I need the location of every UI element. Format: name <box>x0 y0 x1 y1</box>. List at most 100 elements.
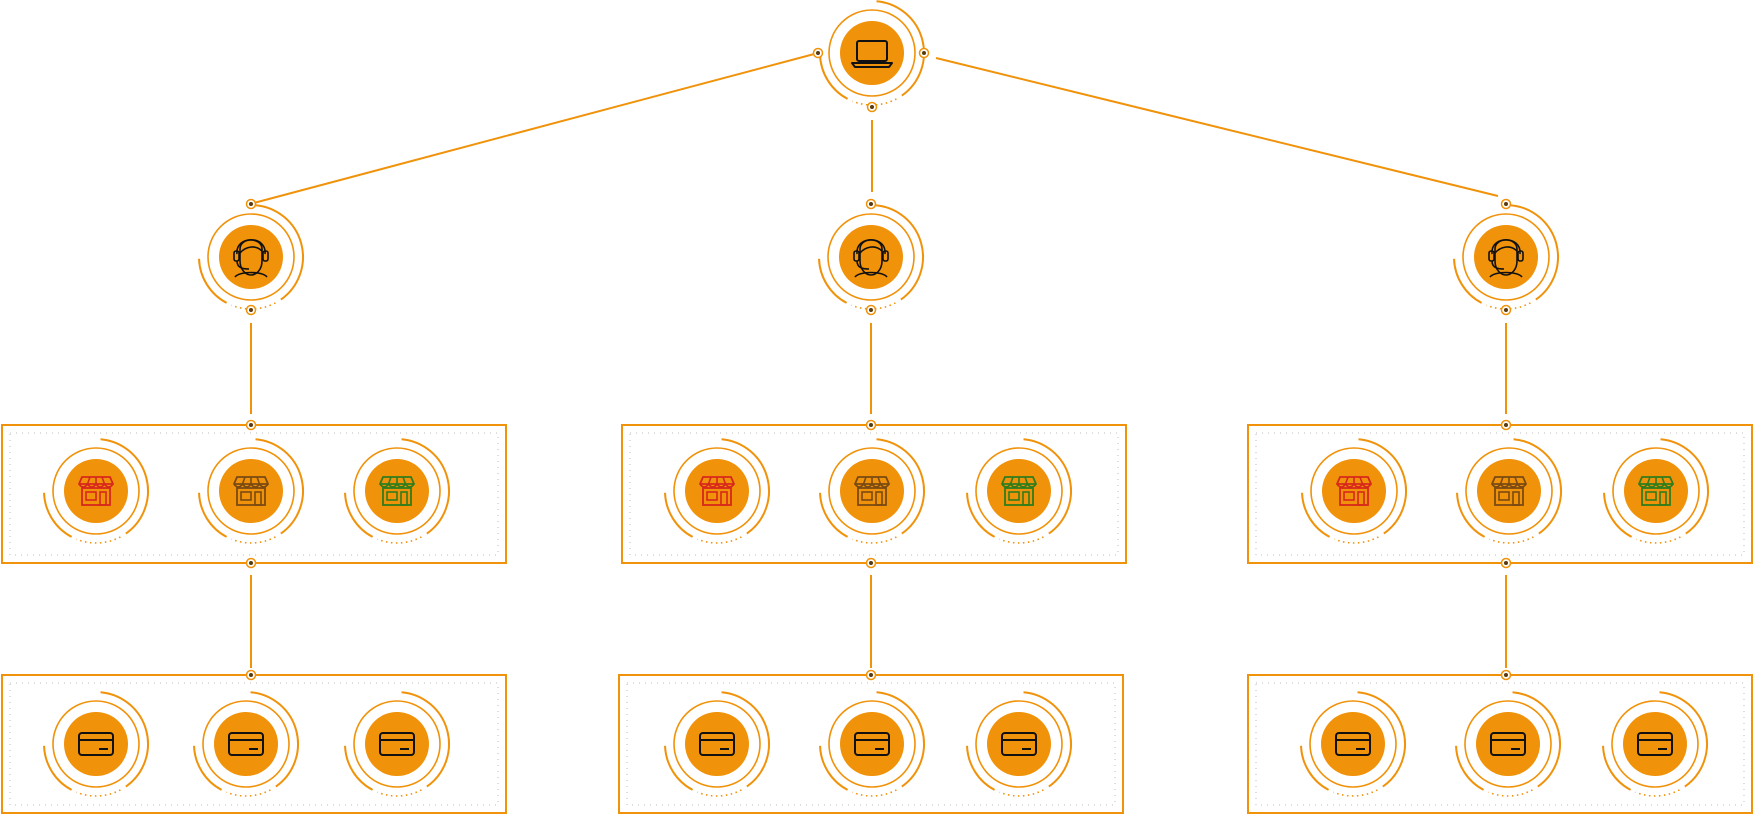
store-door <box>1512 491 1520 506</box>
node-outer-arc <box>100 438 149 535</box>
agent-node-2[interactable] <box>818 204 924 310</box>
agent-hair <box>859 246 883 254</box>
card-body <box>228 732 264 756</box>
card-group-2-inner-dotted <box>626 682 1116 806</box>
node-dotted-arc <box>231 536 276 544</box>
node-outer-arc <box>819 492 849 538</box>
node-disc <box>839 225 903 289</box>
card-node[interactable] <box>193 691 299 797</box>
store-door <box>1022 491 1030 506</box>
connector-port-dot <box>1504 423 1508 427</box>
node-disc <box>365 712 429 776</box>
store-node[interactable] <box>1603 438 1709 544</box>
agent-shoulders <box>1489 271 1523 278</box>
node-disc <box>685 712 749 776</box>
node-disc <box>1624 459 1688 523</box>
node-dotted-arc <box>697 536 742 544</box>
agent-shoulders <box>234 271 268 278</box>
laptop-base <box>851 62 893 68</box>
node-dotted-arc <box>852 536 897 544</box>
node-inner-ring <box>673 700 761 788</box>
headset-right-ear <box>1517 250 1524 262</box>
store-building <box>1641 487 1671 506</box>
store-awning-stripes <box>707 476 727 485</box>
store-icon <box>1001 476 1037 506</box>
card-node[interactable] <box>344 691 450 797</box>
store-awning <box>1001 476 1037 485</box>
store-node[interactable] <box>1456 438 1562 544</box>
store-node[interactable] <box>1301 438 1407 544</box>
agent-shoulders <box>854 271 888 278</box>
node-outer-arc <box>344 745 374 791</box>
node-outer-arc <box>819 745 849 791</box>
root-node[interactable] <box>819 0 925 106</box>
card-node[interactable] <box>819 691 925 797</box>
node-inner-ring <box>1465 447 1553 535</box>
store-building <box>382 487 412 506</box>
store-node[interactable] <box>344 438 450 544</box>
agent-node-3[interactable] <box>1453 204 1559 310</box>
node-disc <box>685 459 749 523</box>
store-awning <box>233 476 269 485</box>
node-inner-ring <box>353 700 441 788</box>
node-inner-ring <box>1464 700 1552 788</box>
node-outer-arc <box>344 492 374 538</box>
node-dotted-arc <box>231 302 276 310</box>
card-node[interactable] <box>966 691 1072 797</box>
credit-card-icon <box>1001 732 1037 756</box>
node-inner-ring <box>1611 700 1699 788</box>
credit-card-icon <box>78 732 114 756</box>
store-building <box>702 487 732 506</box>
connector-line <box>249 52 819 205</box>
headset-mic <box>856 260 870 270</box>
node-inner-ring <box>827 213 915 301</box>
node-inner-ring <box>52 447 140 535</box>
connector-port-dot <box>816 51 820 55</box>
credit-card-icon <box>1335 732 1371 756</box>
node-outer-arc <box>1659 691 1708 788</box>
card-node[interactable] <box>1602 691 1708 797</box>
node-disc <box>214 712 278 776</box>
connector-port-dot <box>1504 561 1508 565</box>
node-inner-ring <box>975 447 1063 535</box>
node-inner-ring <box>1310 447 1398 535</box>
node-disc <box>840 712 904 776</box>
node-outer-arc <box>1301 492 1331 538</box>
store-node[interactable] <box>664 438 770 544</box>
store-icon <box>78 476 114 506</box>
card-node[interactable] <box>1455 691 1561 797</box>
connector-port-dot <box>869 561 873 565</box>
card-node[interactable] <box>1300 691 1406 797</box>
store-window <box>1498 491 1510 501</box>
card-node[interactable] <box>43 691 149 797</box>
node-outer-arc <box>1358 438 1407 535</box>
store-node[interactable] <box>43 438 149 544</box>
store-awning <box>78 476 114 485</box>
agent-node-1[interactable] <box>198 204 304 310</box>
card-node[interactable] <box>664 691 770 797</box>
node-outer-arc <box>1453 258 1483 304</box>
node-outer-arc <box>255 204 304 301</box>
credit-card-icon <box>854 732 890 756</box>
credit-card-icon <box>699 732 735 756</box>
headset-right-ear <box>882 250 889 262</box>
laptop-screen <box>856 40 888 62</box>
node-disc <box>365 459 429 523</box>
connector-port-dot <box>249 423 253 427</box>
node-outer-arc <box>875 204 924 301</box>
store-node[interactable] <box>966 438 1072 544</box>
store-door <box>1357 491 1365 506</box>
node-dotted-arc <box>226 789 271 797</box>
store-icon <box>699 476 735 506</box>
store-group-2-inner-dotted <box>629 432 1119 556</box>
node-disc <box>1321 712 1385 776</box>
store-icon <box>854 476 890 506</box>
node-disc <box>987 712 1051 776</box>
store-window <box>1008 491 1020 501</box>
agent-hair <box>239 246 263 254</box>
support-agent-icon <box>233 239 269 278</box>
connector-port-dot <box>249 202 253 206</box>
store-node[interactable] <box>198 438 304 544</box>
store-node[interactable] <box>819 438 925 544</box>
